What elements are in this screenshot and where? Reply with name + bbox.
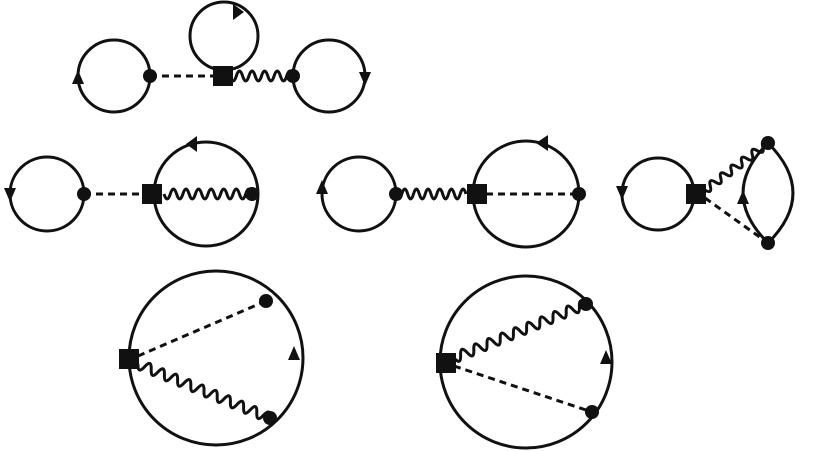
right-loop: [291, 38, 367, 114]
diagram-tadpole-dashed-loop-wavy: [4, 136, 260, 248]
left-loop-arrow: [316, 180, 328, 194]
left-loop-arrow: [616, 186, 628, 200]
wavy-propagator: [394, 187, 468, 201]
dashed-propagator: [704, 196, 769, 245]
left-loop-arrow: [72, 70, 84, 84]
left-loop: [320, 155, 398, 233]
wavy-propagator: [162, 187, 254, 201]
dashed-propagator: [137, 299, 267, 358]
square-vertex: [686, 184, 706, 204]
outer-loop-arrow: [288, 346, 300, 360]
outer-loop-arrow: [600, 350, 612, 364]
dot-vertex-top: [761, 136, 775, 150]
dot-vertex-left: [77, 187, 91, 201]
diagram-sunset-wavy-top-dashed-bottom: [436, 274, 614, 450]
dot-vertex-top: [579, 297, 593, 311]
left-loop: [620, 156, 696, 232]
dot-vertex-top: [259, 294, 273, 308]
lens-loop-arrow: [737, 190, 749, 204]
dot-vertex-bottom: [585, 405, 599, 419]
diagram-three-tadpoles: [72, 0, 371, 114]
top-loop: [188, 0, 260, 72]
left-loop: [8, 155, 86, 233]
square-vertex: [119, 349, 139, 369]
wavy-propagator: [228, 69, 295, 83]
wavy-propagator: [704, 139, 769, 194]
diagram-sunset-dashed-top-wavy-bottom: [119, 269, 305, 447]
diagram-tadpole-lens-loop: [616, 136, 795, 250]
wavy-propagator: [452, 299, 588, 363]
square-vertex: [142, 184, 162, 204]
dot-vertex-left: [389, 187, 403, 201]
dot-vertex-bottom: [761, 236, 775, 250]
right-loop-arrow: [536, 135, 548, 151]
right-loop-arrow: [359, 72, 371, 86]
dot-vertex-right: [245, 187, 259, 201]
dot-vertex-left: [143, 69, 157, 83]
left-loop: [76, 38, 152, 114]
square-vertex: [436, 353, 456, 373]
dot-vertex-bottom: [263, 411, 277, 425]
right-loop-arrow: [186, 136, 197, 152]
dot-vertex-right: [572, 187, 586, 201]
square-vertex: [213, 66, 233, 86]
dot-vertex-right: [286, 69, 300, 83]
diagram-tadpole-wavy-loop-dashed: [316, 135, 586, 249]
wavy-propagator: [136, 361, 272, 421]
dashed-propagator: [453, 364, 593, 414]
top-loop-arrow: [233, 4, 244, 20]
left-loop-arrow: [4, 188, 16, 202]
lens-loop-right-arc: [766, 141, 795, 245]
square-vertex: [467, 184, 487, 204]
